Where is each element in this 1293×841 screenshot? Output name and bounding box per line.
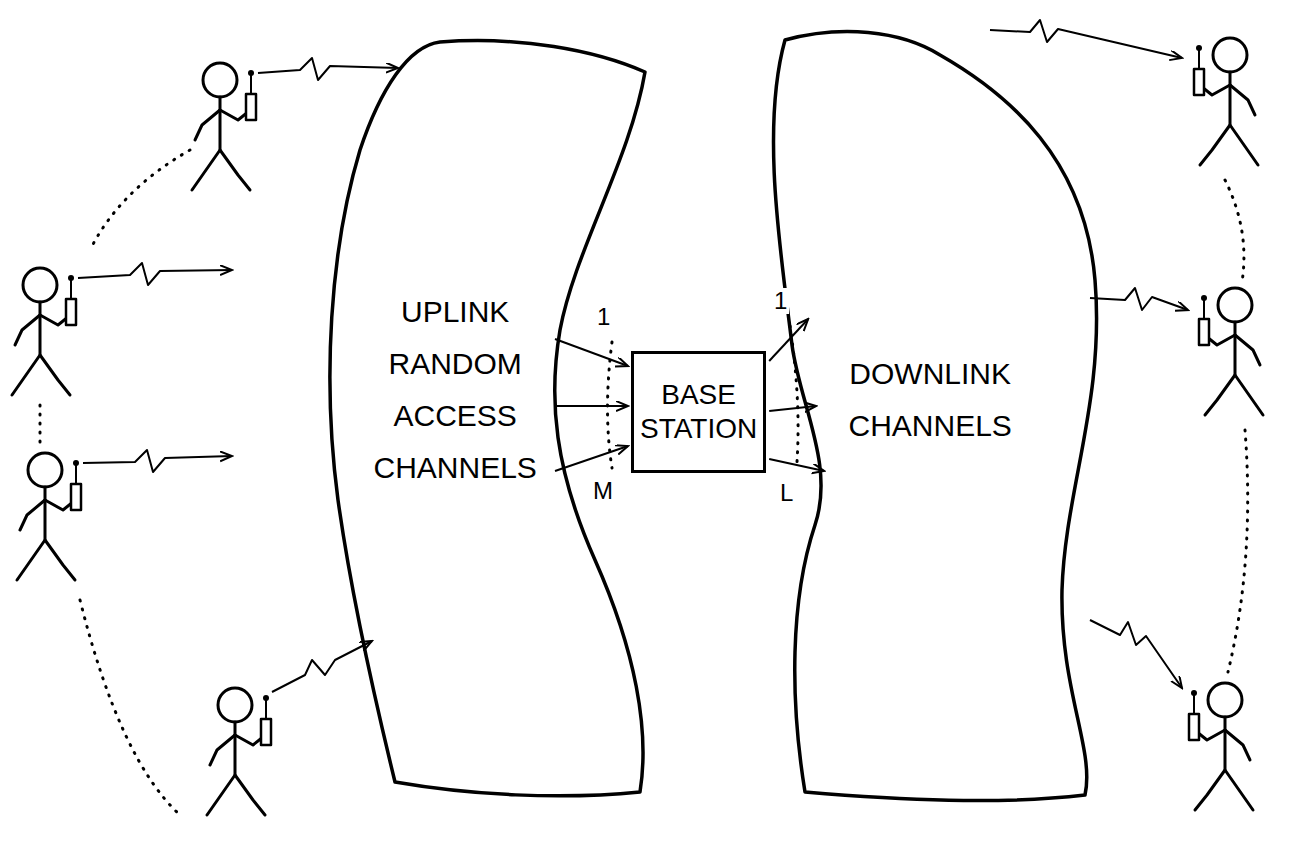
stick-figure — [1199, 288, 1263, 415]
stick-figure — [17, 453, 81, 580]
base-station-box: BASE STATION — [631, 351, 766, 473]
dotted-continuation — [1228, 430, 1248, 672]
region-outline — [330, 41, 645, 796]
stick-figure — [1189, 683, 1253, 810]
channel-index: M — [591, 478, 615, 504]
dotted-continuation — [1225, 180, 1244, 282]
radio-signal — [272, 641, 372, 692]
stick-figure — [1194, 38, 1258, 165]
uplink-region: UPLINK RANDOM ACCESS CHANNELS — [300, 20, 660, 810]
radio-signal — [990, 20, 1182, 58]
region-outline — [773, 32, 1096, 801]
channel-index: 1 — [595, 304, 612, 330]
channel-arrow — [557, 405, 628, 407]
radio-signal — [258, 58, 398, 80]
region-label: UPLINK RANDOM ACCESS CHANNELS — [374, 286, 537, 494]
region-label: DOWNLINK CHANNELS — [849, 348, 1012, 452]
stick-figure — [12, 268, 76, 395]
radio-signal — [1090, 288, 1188, 310]
dotted-channel-range — [608, 342, 613, 468]
region-text-block: DOWNLINK CHANNELS — [849, 348, 1012, 452]
channel-arrow — [769, 459, 824, 471]
region-text-block: UPLINK RANDOM ACCESS CHANNELS — [374, 286, 537, 494]
dotted-continuation — [80, 600, 180, 815]
channel-arrow — [555, 446, 628, 471]
dotted-continuation — [90, 150, 190, 250]
radio-signal — [1090, 620, 1182, 688]
stick-figure — [192, 63, 256, 190]
channel-arrow — [555, 339, 628, 366]
box-label: BASE STATION — [640, 378, 757, 446]
radio-signal — [83, 450, 232, 472]
channel-index: 1 — [772, 288, 789, 314]
stick-figure — [207, 688, 271, 815]
dotted-continuation — [39, 405, 42, 445]
channel-index: L — [778, 480, 795, 506]
downlink-region: DOWNLINK CHANNELS — [740, 20, 1110, 810]
radio-signal — [78, 263, 232, 285]
